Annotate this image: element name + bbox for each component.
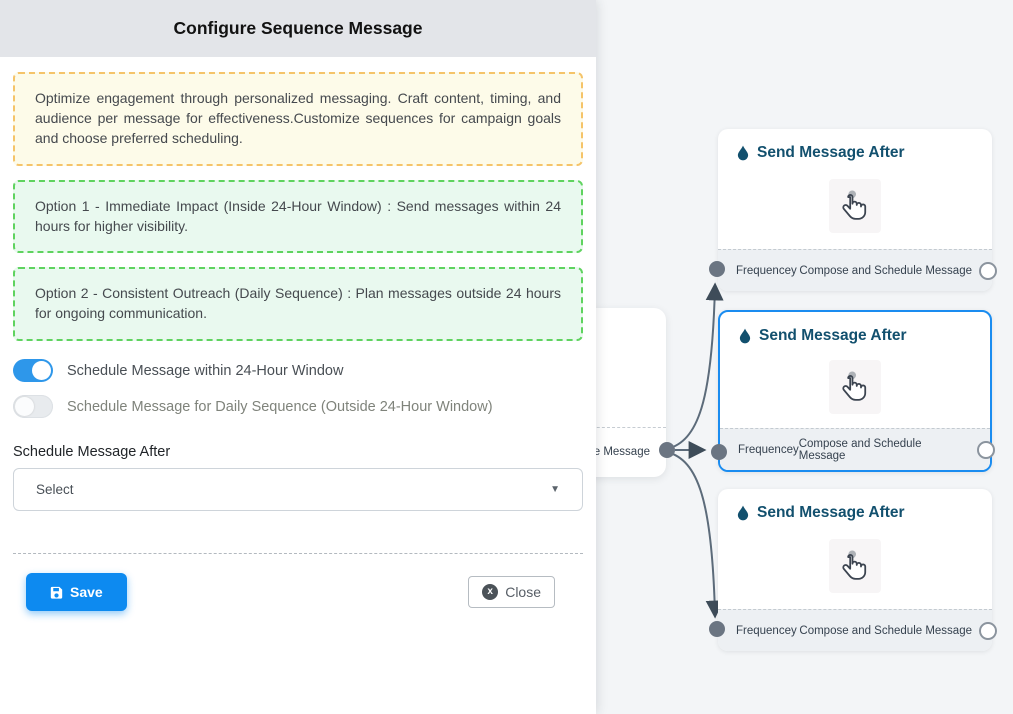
node-footer-frequency-label[interactable]: Frequencey — [736, 624, 797, 637]
node-footer-compose-label[interactable]: Compose and Schedule Message — [799, 624, 972, 637]
node-title: Send Message After — [720, 312, 990, 345]
schedule-after-select-value: Select — [36, 482, 74, 498]
node-footer: Frequencey Compose and Schedule Message — [720, 428, 995, 470]
node-footer-compose-label[interactable]: Compose and Schedule Message — [798, 437, 922, 462]
node-title: Send Message After — [718, 129, 992, 162]
panel-divider — [13, 553, 583, 555]
source-node-divider — [556, 427, 666, 428]
panel-header: Configure Sequence Message — [0, 0, 596, 57]
node-title: Send Message After — [718, 489, 992, 522]
node-title-label: Send Message After — [757, 144, 905, 161]
floppy-disk-icon — [50, 586, 63, 599]
edge-to-node-1 — [666, 282, 724, 450]
save-button[interactable]: Save — [26, 573, 127, 612]
page-title: Configure Sequence Message — [173, 18, 423, 38]
node-output-port[interactable] — [977, 440, 995, 459]
schedule-after-label: Schedule Message After — [13, 444, 171, 461]
toggle-row-within-24h: Schedule Message within 24-Hour Window — [13, 359, 583, 383]
water-drop-icon — [737, 145, 749, 161]
source-node-footer-label: ce Message — [587, 446, 650, 458]
water-drop-icon — [737, 505, 749, 521]
caret-down-icon: ▼ — [550, 484, 560, 496]
schedule-after-select[interactable]: Select ▼ — [13, 468, 583, 512]
node-footer-frequency-label[interactable]: Frequencey — [738, 443, 799, 456]
hand-pointer-icon — [829, 359, 881, 414]
toggle-within-24h[interactable] — [13, 359, 53, 383]
toggle-knob — [15, 397, 34, 417]
option2-note: Option 2 - Consistent Outreach (Daily Se… — [13, 267, 583, 342]
node-input-port[interactable] — [709, 261, 725, 277]
node-footer: Frequencey Compose and Schedule Message — [718, 609, 997, 651]
toggle-knob — [32, 361, 51, 381]
node-body[interactable] — [718, 522, 992, 609]
toggle-daily-sequence-label: Schedule Message for Daily Sequence (Out… — [67, 398, 493, 415]
toggle-daily-sequence[interactable] — [13, 395, 53, 419]
edge-to-node-3 — [666, 451, 724, 619]
node-output-port[interactable] — [979, 261, 997, 280]
save-button-label: Save — [70, 584, 103, 601]
close-button[interactable]: x Close — [468, 576, 555, 609]
intro-note: Optimize engagement through personalized… — [13, 72, 583, 166]
node-footer-compose-label[interactable]: Compose and Schedule Message — [799, 264, 972, 277]
configure-sequence-panel: Configure Sequence Message Optimize enga… — [0, 0, 596, 714]
water-drop-icon — [739, 328, 751, 344]
node-title-label: Send Message After — [757, 504, 905, 521]
hand-pointer-icon — [829, 538, 881, 593]
close-button-label: Close — [505, 584, 541, 601]
panel-footer: Save x Close — [13, 554, 583, 612]
node-output-port[interactable] — [979, 621, 997, 640]
node-send-message-after-2[interactable]: Send Message After Frequencey Compose an… — [711, 310, 995, 472]
toggle-within-24h-label: Schedule Message within 24-Hour Window — [67, 362, 344, 379]
node-body[interactable] — [718, 162, 992, 249]
hand-pointer-icon — [829, 178, 881, 233]
node-title-label: Send Message After — [759, 327, 907, 344]
node-send-message-after-3[interactable]: Send Message After Frequencey Compose an… — [709, 489, 997, 651]
node-footer-frequency-label[interactable]: Frequencey — [736, 264, 797, 277]
circle-x-icon: x — [482, 584, 499, 601]
node-send-message-after-1[interactable]: Send Message After Frequencey Compose an… — [709, 129, 997, 291]
node-footer: Frequencey Compose and Schedule Message — [718, 249, 997, 291]
option1-note: Option 1 - Immediate Impact (Inside 24-H… — [13, 179, 583, 254]
node-input-port[interactable] — [709, 621, 725, 637]
node-input-port[interactable] — [711, 444, 727, 460]
toggle-row-daily-sequence: Schedule Message for Daily Sequence (Out… — [13, 395, 583, 419]
node-body[interactable] — [720, 345, 990, 428]
